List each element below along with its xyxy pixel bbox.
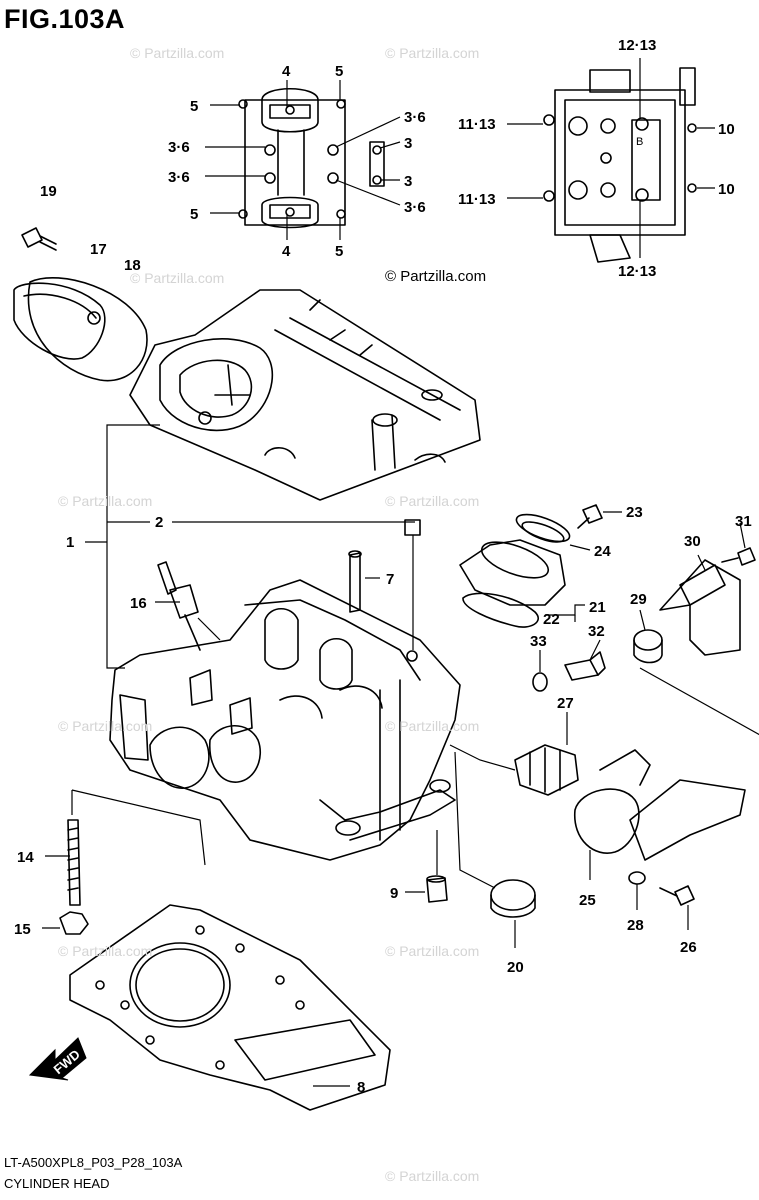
part-24-clamp [515,513,571,543]
part-31-bolt [721,547,756,566]
torque-10-upper: 10 [718,121,735,138]
torque-3-6-right-upper: 3·6 [404,109,426,126]
callout-22: 22 [543,611,560,628]
part-20-plug [490,879,536,918]
diagram-code: LT-A500XPL8_P03_P28_103A [4,1155,183,1170]
callout-30: 30 [684,533,701,550]
part-23-screw [577,504,603,529]
cylinder-head-top-inset: B [543,67,697,263]
torque-5-top-left: 5 [190,98,198,115]
torque-3-lower: 3 [404,173,412,190]
torque-4-top: 4 [282,63,291,80]
part-21-intake-pipe [459,539,566,606]
part-2-dowel-pin [404,519,421,536]
parts-21-24-leaders [545,511,622,622]
torque-5-top-right: 5 [335,63,343,80]
callout-23: 23 [626,504,643,521]
part-32-sensor [564,651,606,681]
torque-sequence-inset-left-leaders [205,80,401,240]
callout-28: 28 [627,917,644,934]
cylinder-head-body [109,579,461,861]
watermark: © Partzilla.com [58,718,153,734]
figure-title: FIG.103A [4,4,126,34]
callout-21: 21 [589,599,606,616]
torque-12-13-top: 12·13 [618,37,656,54]
fwd-direction-arrow: FWD [28,1037,87,1081]
part-9-dowel [426,875,448,903]
part-7-guide [348,550,362,613]
torque-11-13-lower: 11·13 [458,191,496,208]
callout-1: 1 [66,534,74,551]
callout-8: 8 [357,1079,365,1096]
torque-4-bottom: 4 [282,243,291,260]
torque-5-bottom-right: 5 [335,243,343,260]
diagram-name: CYLINDER HEAD [4,1176,110,1191]
callout-25: 25 [579,892,596,909]
watermark: © Partzilla.com [130,270,225,286]
torque-3-6-right-lower: 3·6 [404,199,426,216]
torque-11-13-upper: 11·13 [458,116,496,133]
callout-2: 2 [155,514,163,531]
watermark: © Partzilla.com [385,493,480,509]
callout-33: 33 [530,633,547,650]
watermark: © Partzilla.com [385,45,480,61]
watermark: © Partzilla.com [130,45,225,61]
callout-7: 7 [386,571,394,588]
torque-3-6-left-upper: 3·6 [168,139,190,156]
callout-24: 24 [594,543,611,560]
part-25-housing [574,749,746,861]
callout-32: 32 [588,623,605,640]
callout-14: 14 [17,849,34,866]
part-28-washer [628,871,646,885]
watermark: © Partzilla.com [58,943,153,959]
callout-20: 20 [507,959,524,976]
callout-17: 17 [90,241,107,258]
part-15-nut [59,911,89,935]
torque-3-upper: 3 [404,135,412,152]
part-26-bolt [659,885,695,906]
watermark: © Partzilla.com [385,943,480,959]
part-16-spark-plug [157,561,201,651]
cylinder-head-top-inset-leaders [507,58,715,258]
part-17-cap [13,282,106,360]
torque-3-6-left-lower: 3·6 [168,169,190,186]
part-14-stud [67,819,81,906]
torque-sequence-inset-left [238,87,385,229]
part-18-gasket [27,277,148,382]
watermark: © Partzilla.com [58,493,153,509]
callout-9: 9 [390,885,398,902]
callout-31: 31 [735,513,752,530]
parts-7-16-leaders [155,577,380,641]
part-27-thermostat [514,744,579,796]
part-19-bolt [21,227,57,251]
cylinder-head-cover [129,289,481,501]
torque-5-bottom-left: 5 [190,206,198,223]
copyright-notice: © Partzilla.com [385,268,487,285]
callout-27: 27 [557,695,574,712]
part-33-washer [532,672,548,692]
part-8-head-gasket [69,904,391,1111]
watermark: © Partzilla.com [385,1168,480,1184]
callout-18: 18 [124,257,141,274]
part-1-bracket [85,424,415,669]
callout-26: 26 [680,939,697,956]
callout-16: 16 [130,595,147,612]
watermark: © Partzilla.com [385,718,480,734]
callout-29: 29 [630,591,647,608]
parts-14-15-leaders [42,789,206,929]
part-30-thermostat-cover [659,559,741,656]
callout-labels: 1 2 7 8 9 14 15 16 17 18 19 20 21 22 23 … [14,37,752,1096]
thermostat-leaders [449,522,759,948]
part-22-gasket [462,592,539,628]
svg-text:B: B [636,136,643,148]
part-29-seal [633,629,663,664]
callout-19: 19 [40,183,57,200]
callout-15: 15 [14,921,31,938]
torque-10-lower: 10 [718,181,735,198]
torque-12-13-bottom: 12·13 [618,263,656,280]
